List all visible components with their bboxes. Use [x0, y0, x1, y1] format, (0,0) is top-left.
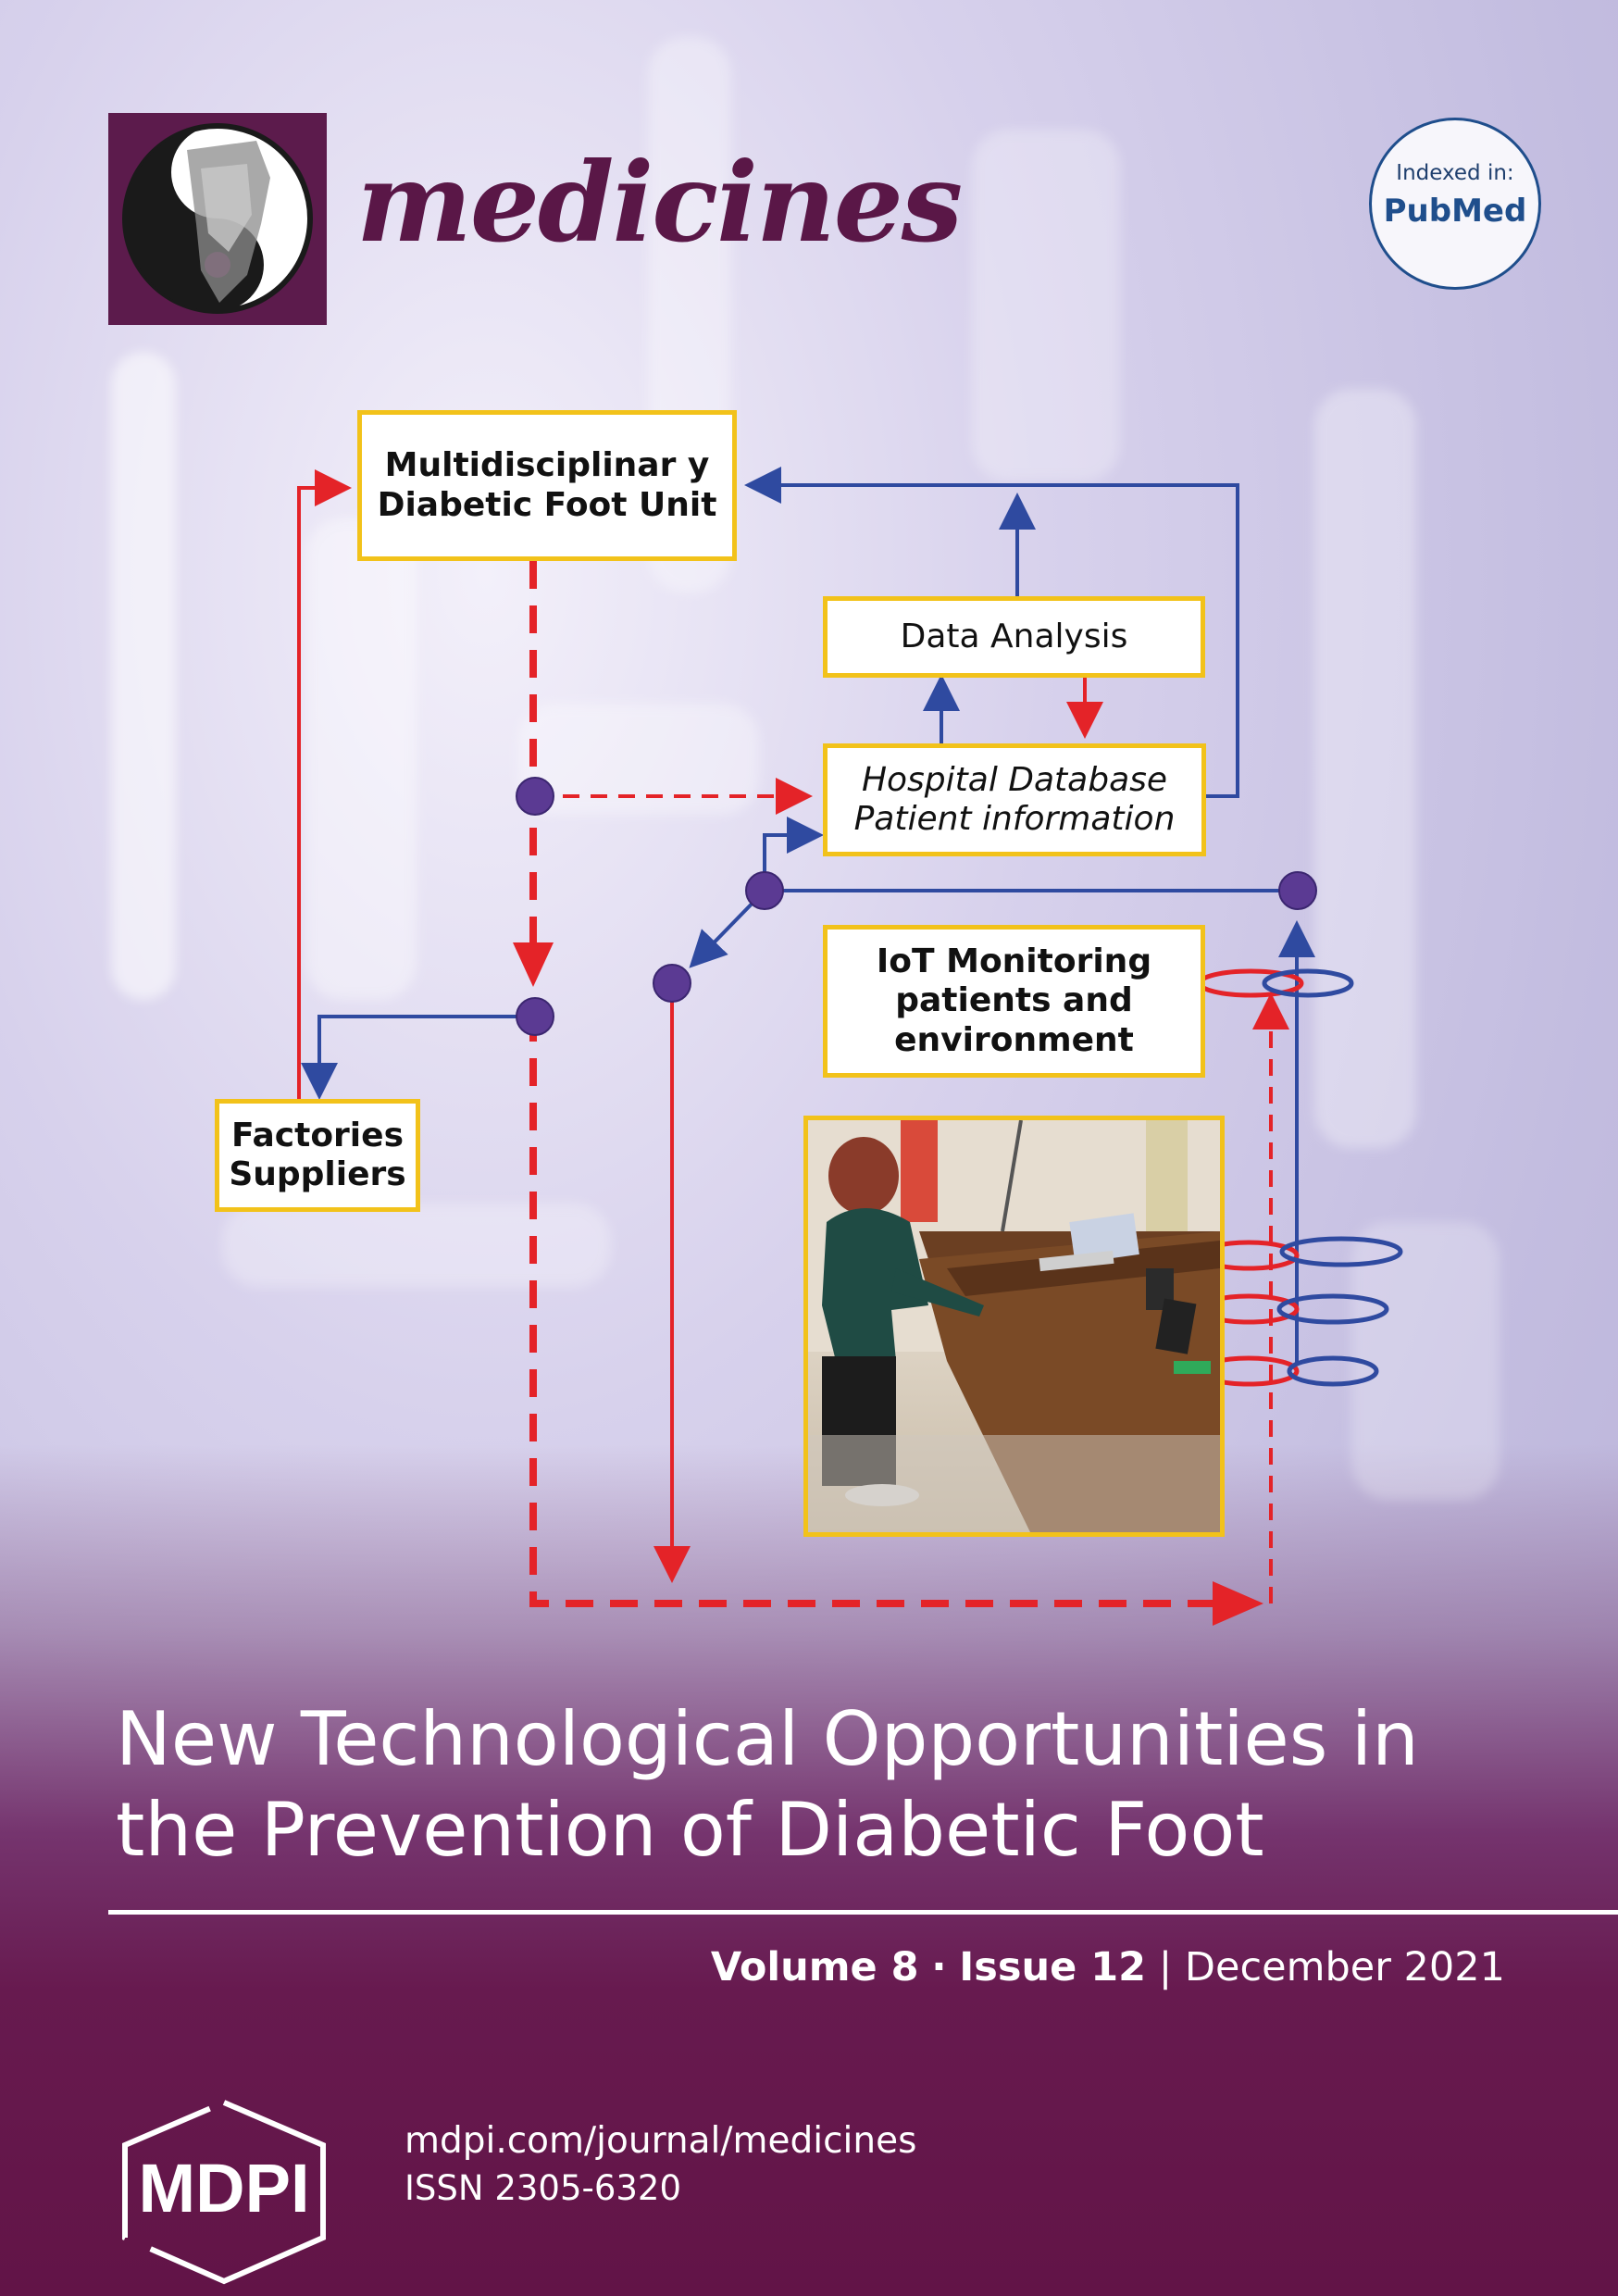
journal-url[interactable]: mdpi.com/journal/medicines — [404, 2120, 917, 2162]
node-right — [1278, 871, 1317, 910]
node-factories-link — [516, 997, 554, 1036]
box-iot-monitoring: IoT Monitoring patients and environment — [823, 925, 1205, 1078]
article-title-line-2: the Prevention of Diabetic Foot — [116, 1787, 1264, 1873]
bg-texture — [222, 1204, 611, 1287]
arrow-unit-trunk-head — [513, 942, 554, 987]
volume-separator: · — [931, 1944, 947, 1990]
bg-texture — [1314, 389, 1416, 1148]
article-title-line-1: New Technological Opportunities in — [116, 1696, 1419, 1782]
mdpi-hexagon-icon: MDPI — [122, 2099, 326, 2285]
volume-label: Volume 8 — [710, 1944, 919, 1990]
mdpi-wordmark: MDPI — [139, 2150, 310, 2227]
bg-texture — [972, 130, 1120, 481]
title-divider — [108, 1910, 1618, 1915]
bg-texture — [518, 704, 759, 815]
bg-texture — [1351, 1222, 1500, 1500]
arrow-factories-to-unit — [297, 469, 352, 1100]
article-title: New Technological Opportunities in the P… — [116, 1694, 1560, 1876]
patient-photo — [803, 1116, 1225, 1537]
box-diabetic-foot-unit: Multidisciplinar y Diabetic Foot Unit — [357, 410, 737, 561]
arrow-trunk-lower-head — [1213, 1581, 1263, 1626]
box-factories-suppliers: Factories Suppliers — [215, 1099, 420, 1212]
journal-name: medicines — [356, 138, 963, 267]
issue-date: December 2021 — [1184, 1944, 1505, 1990]
node-hospital-link — [516, 777, 554, 816]
issn: ISSN 2305-6320 — [404, 2168, 681, 2208]
mdpi-logo: MDPI — [108, 2097, 340, 2287]
box-data-analysis: Data Analysis — [823, 596, 1205, 678]
bg-texture — [111, 352, 176, 1000]
arrow-trunk-lower — [529, 1014, 1213, 1607]
iot-loops — [1197, 968, 1403, 1387]
yin-yang-head-icon — [122, 123, 313, 314]
issue-pipe: | — [1158, 1944, 1173, 1990]
pubmed-label: PubMed — [1383, 193, 1527, 230]
patient-photo-illustration — [808, 1120, 1220, 1532]
box-hospital-database: Hospital Database Patient information — [823, 743, 1206, 856]
node-left — [653, 964, 691, 1003]
arrow-trunk-to-factories — [301, 1015, 533, 1100]
journal-logo — [108, 113, 327, 325]
issue-label: Issue 12 — [959, 1944, 1147, 1990]
pubmed-badge: Indexed in: PubMed — [1369, 118, 1541, 290]
issue-info: Volume 8 · Issue 12 | December 2021 — [711, 1944, 1505, 1990]
flow-diagram — [297, 467, 1403, 1626]
bg-texture — [305, 518, 417, 1000]
node-hub — [745, 871, 784, 910]
arrow-node-to-hospital-blue — [763, 817, 824, 889]
arrow-hospital-to-unit — [744, 467, 1239, 798]
indexed-label: Indexed in: — [1396, 161, 1514, 185]
